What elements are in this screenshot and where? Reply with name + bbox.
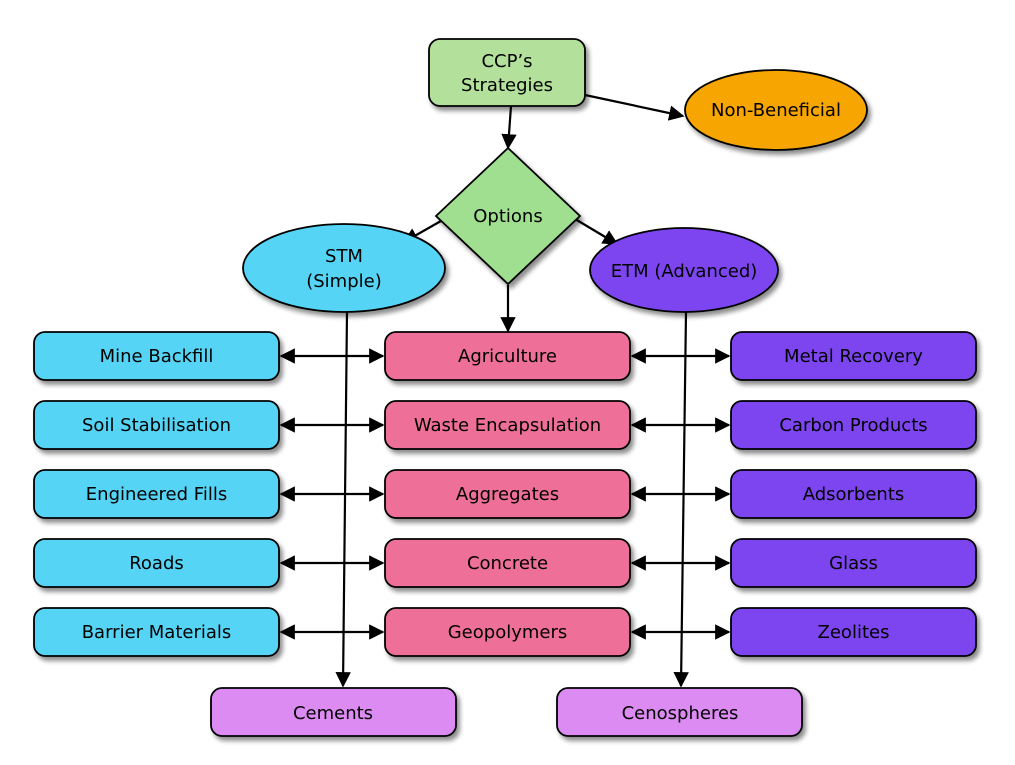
stm-node [242,223,446,313]
options-label: Options [473,206,542,227]
stm-line1: STM [325,246,363,267]
etm-option-box [730,331,977,381]
etm-option-box [730,400,977,450]
non-beneficial-label: Non-Beneficial [711,100,841,121]
arrow-stm-to-cements [335,311,351,688]
center-option-label: Waste Encapsulation [414,415,601,436]
stm-line2: (Simple) [306,271,382,292]
center-option-label: Geopolymers [448,622,568,643]
strategies-line2: Strategies [461,75,553,96]
arrow-top-to-nonbeneficial [584,93,685,121]
etm-node [589,227,779,313]
etm-option-box [730,607,977,657]
cenospheres-label: Cenospheres [622,703,739,724]
center-option-box [384,331,631,381]
stm-option-box [33,469,280,519]
stm-option-box [33,400,280,450]
option-rows: Mine Backfill Agriculture Metal RecoverySo… [33,331,977,657]
etm-option-label: Glass [829,553,878,574]
stm-option-box [33,331,280,381]
stm-option-label: Barrier Materials [82,622,232,643]
etm-label: ETM (Advanced) [611,261,758,282]
center-option-box [384,607,631,657]
etm-option-label: Metal Recovery [784,346,923,367]
center-option-box [384,400,631,450]
arrow-top-to-options [501,105,517,150]
etm-option-label: Zeolites [818,622,890,643]
cenospheres-node [556,687,803,737]
cements-node [210,687,457,737]
stm-option-label: Soil Stabilisation [82,415,231,436]
center-option-label: Concrete [467,553,548,574]
options-decision-node [434,146,582,286]
stm-option-label: Engineered Fills [86,484,227,505]
stm-option-label: Roads [129,553,184,574]
center-option-label: Aggregates [456,484,559,505]
cements-label: Cements [293,703,373,724]
etm-option-box [730,469,977,519]
etm-option-label: Adsorbents [803,484,905,505]
center-option-label: Agriculture [458,346,557,367]
etm-option-label: Carbon Products [779,415,927,436]
etm-option-box [730,538,977,588]
center-option-box [384,538,631,588]
non-beneficial-node [684,69,868,151]
strategies-node [428,38,586,107]
row-connectors [279,348,731,640]
center-option-box [384,469,631,519]
stm-option-label: Mine Backfill [100,346,214,367]
stm-option-box [33,538,280,588]
stm-option-box [33,607,280,657]
strategies-line1: CCP’s [481,51,532,72]
arrow-etm-to-cenospheres [673,311,689,688]
